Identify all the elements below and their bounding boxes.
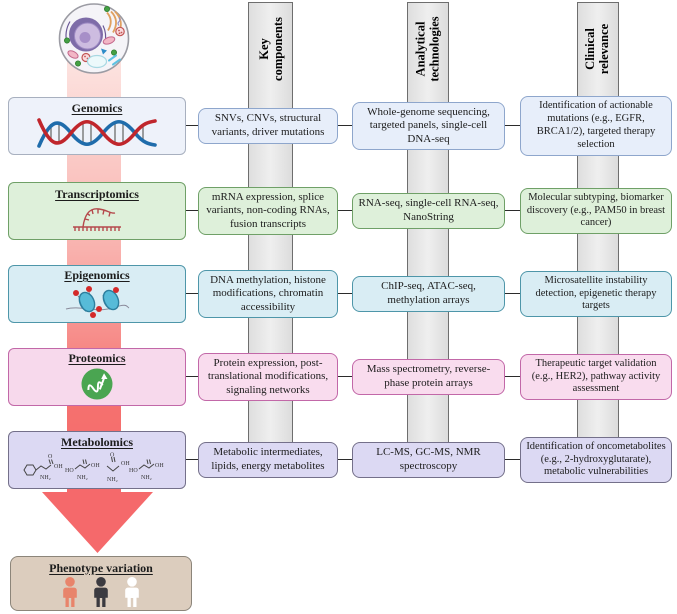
omics-title: Proteomics bbox=[68, 351, 126, 365]
protein-icon bbox=[81, 368, 113, 400]
box-text: Protein expression, post-translational m… bbox=[207, 356, 329, 396]
proteomics-key-components-box: Protein expression, post-translational m… bbox=[198, 352, 338, 402]
svg-text:NH₂: NH₂ bbox=[107, 477, 118, 483]
metabolomics-analytical-box: LC-MS, GC-MS, NMR spectroscopy bbox=[352, 442, 505, 478]
connector-line bbox=[338, 209, 352, 212]
column-header-label: Analytical technologies bbox=[413, 16, 442, 82]
column-header-label: Key components bbox=[256, 17, 285, 81]
metabolomics-key-components-box: Metabolic intermediates, lipids, energy … bbox=[198, 442, 338, 478]
person-icon bbox=[94, 576, 108, 607]
svg-text:NH₂: NH₂ bbox=[141, 475, 152, 481]
row-proteomics: Proteomics Protein expression, post-tran… bbox=[0, 348, 677, 406]
connector-line bbox=[505, 292, 520, 295]
svg-text:O: O bbox=[48, 454, 53, 460]
svg-text:OH: OH bbox=[54, 464, 63, 470]
svg-text:NH₂: NH₂ bbox=[77, 475, 88, 481]
connector-line bbox=[186, 375, 198, 378]
box-text: Identification of actionable mutations (… bbox=[536, 100, 656, 150]
box-text: Metabolic intermediates, lipids, energy … bbox=[211, 446, 325, 472]
epigenomics-label-box: Epigenomics bbox=[8, 265, 186, 323]
box-text: Therapeutic target validation (e.g., HER… bbox=[531, 357, 661, 395]
column-header-label: Clinical relevance bbox=[583, 23, 612, 75]
connector-line bbox=[186, 292, 198, 295]
omics-flow-arrowhead bbox=[42, 492, 153, 553]
metabolomics-clinical-box: Identification of oncometabolites (e.g.,… bbox=[520, 436, 672, 484]
omics-title: Transcriptomics bbox=[55, 187, 139, 201]
genomics-label-box: Genomics bbox=[8, 97, 186, 155]
connector-line bbox=[338, 458, 352, 461]
connector-line bbox=[338, 124, 352, 127]
box-text: LC-MS, GC-MS, NMR spectroscopy bbox=[376, 446, 481, 472]
epigenomics-clinical-box: Microsatellite instability detection, ep… bbox=[520, 270, 672, 318]
transcriptomics-clinical-box: Molecular subtyping, biomarker discovery… bbox=[520, 187, 672, 235]
box-text: RNA-seq, single-cell RNA-seq, NanoString bbox=[358, 197, 499, 223]
box-text: Whole-genome sequencing, targeted panels… bbox=[367, 105, 490, 145]
box-text: mRNA expression, splice variants, non-co… bbox=[206, 190, 330, 230]
dna-helix-icon bbox=[37, 118, 157, 148]
histone-methylation-icon bbox=[65, 286, 130, 318]
box-text: Molecular subtyping, biomarker discovery… bbox=[526, 191, 666, 229]
omics-title: Epigenomics bbox=[64, 268, 130, 282]
svg-text:HO: HO bbox=[129, 468, 138, 474]
rna-hairpin-icon bbox=[73, 208, 121, 231]
box-text: SNVs, CNVs, structural variants, driver … bbox=[211, 112, 325, 138]
proteomics-analytical-box: Mass spectrometry, reverse-phase protein… bbox=[352, 359, 505, 395]
box-text: Microsatellite instability detection, ep… bbox=[535, 274, 657, 312]
people-icons bbox=[59, 576, 143, 607]
person-icon bbox=[63, 576, 77, 607]
box-text: DNA methylation, histone modifications, … bbox=[210, 273, 326, 313]
row-genomics: Genomics SNVs, CNVs, structural variants… bbox=[0, 96, 677, 156]
svg-text:NH₂: NH₂ bbox=[40, 475, 51, 481]
svg-text:O: O bbox=[110, 453, 115, 459]
omics-title: Genomics bbox=[71, 101, 123, 115]
connector-line bbox=[186, 124, 198, 127]
svg-text:HO: HO bbox=[65, 468, 74, 474]
transcriptomics-label-box: Transcriptomics bbox=[8, 182, 186, 240]
cell-illustration-icon bbox=[58, 3, 130, 74]
row-epigenomics: Epigenomics DNA methylation, histone mod… bbox=[0, 265, 677, 323]
connector-line bbox=[338, 375, 352, 378]
genomics-clinical-box: Identification of actionable mutations (… bbox=[520, 96, 672, 156]
connector-line bbox=[338, 292, 352, 295]
proteomics-clinical-box: Therapeutic target validation (e.g., HER… bbox=[520, 353, 672, 401]
epigenomics-analytical-box: ChIP-seq, ATAC-seq, methylation arrays bbox=[352, 276, 505, 312]
phenotype-variation-box: Phenotype variation bbox=[10, 556, 192, 611]
omics-title: Metabolomics bbox=[61, 435, 133, 449]
svg-text:OH: OH bbox=[155, 463, 164, 469]
phenotype-title: Phenotype variation bbox=[49, 560, 153, 575]
transcriptomics-analytical-box: RNA-seq, single-cell RNA-seq, NanoString bbox=[352, 193, 505, 229]
svg-text:OH: OH bbox=[91, 463, 100, 469]
epigenomics-key-components-box: DNA methylation, histone modifications, … bbox=[198, 269, 338, 319]
genomics-key-components-box: SNVs, CNVs, structural variants, driver … bbox=[198, 108, 338, 144]
connector-line bbox=[505, 458, 520, 461]
row-transcriptomics: Transcriptomics mRNA expression, splice … bbox=[0, 182, 677, 240]
box-text: Mass spectrometry, reverse-phase protein… bbox=[366, 363, 491, 389]
connector-line bbox=[505, 124, 520, 127]
genomics-analytical-box: Whole-genome sequencing, targeted panels… bbox=[352, 101, 505, 151]
person-icon bbox=[125, 576, 139, 607]
column-header-clinical-relevance: Clinical relevance bbox=[550, 6, 645, 92]
connector-line bbox=[505, 375, 520, 378]
box-text: ChIP-seq, ATAC-seq, methylation arrays bbox=[381, 280, 476, 306]
box-text: Identification of oncometabolites (e.g.,… bbox=[526, 440, 666, 478]
proteomics-label-box: Proteomics bbox=[8, 348, 186, 406]
svg-text:OH: OH bbox=[121, 461, 130, 467]
transcriptomics-key-components-box: mRNA expression, splice variants, non-co… bbox=[198, 186, 338, 236]
column-header-key-components: Key components bbox=[223, 6, 318, 92]
connector-line bbox=[186, 458, 198, 461]
connector-line bbox=[505, 209, 520, 212]
connector-line bbox=[186, 209, 198, 212]
column-header-analytical-technologies: Analytical technologies bbox=[380, 6, 475, 92]
